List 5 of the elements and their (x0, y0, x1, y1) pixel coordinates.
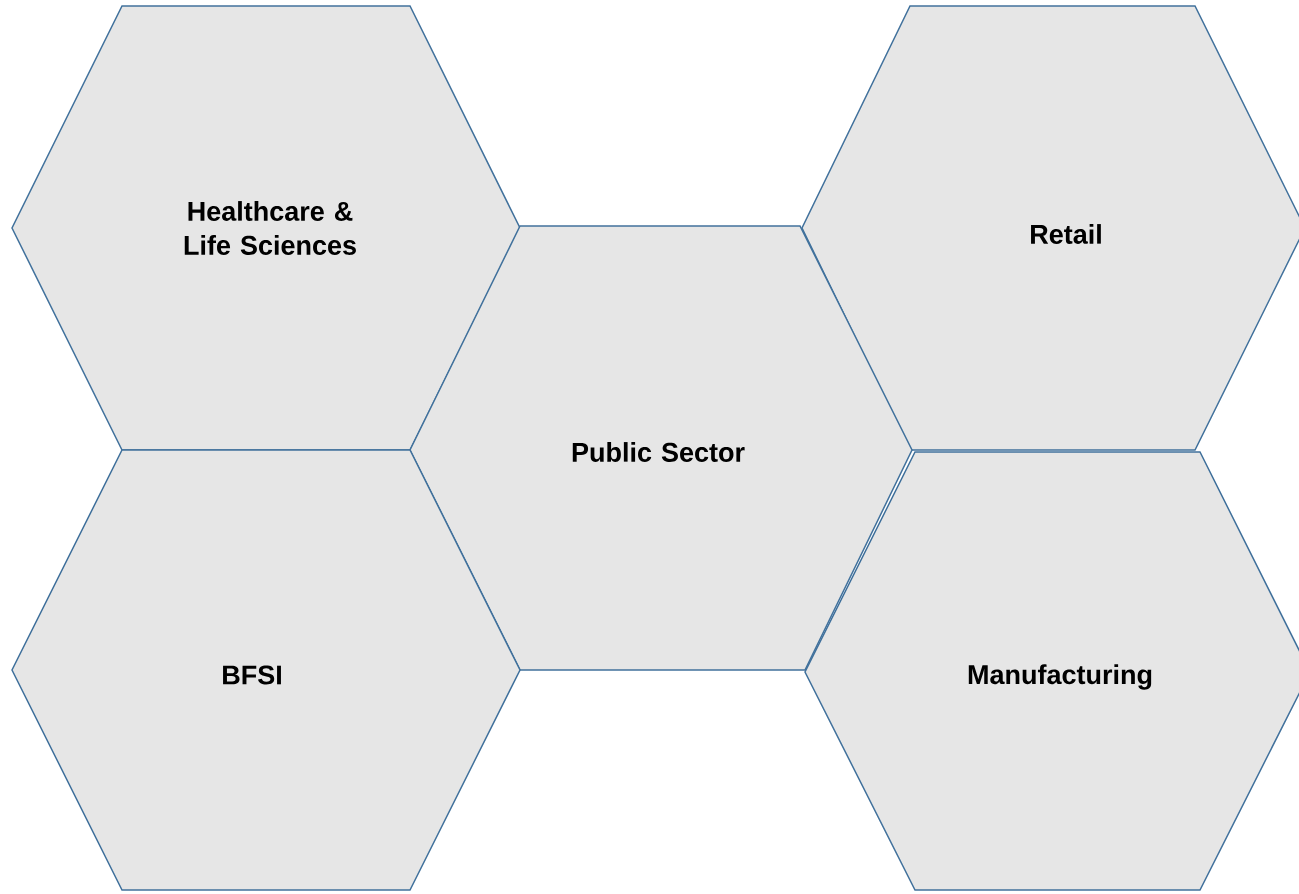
hexagon: Healthcare & Life Sciences (11, 5, 521, 451)
hexagon: Public Sector (409, 225, 913, 671)
hexagon: BFSI (11, 449, 521, 891)
hexagon: Manufacturing (804, 451, 1299, 891)
hexagon: Retail (801, 5, 1299, 451)
